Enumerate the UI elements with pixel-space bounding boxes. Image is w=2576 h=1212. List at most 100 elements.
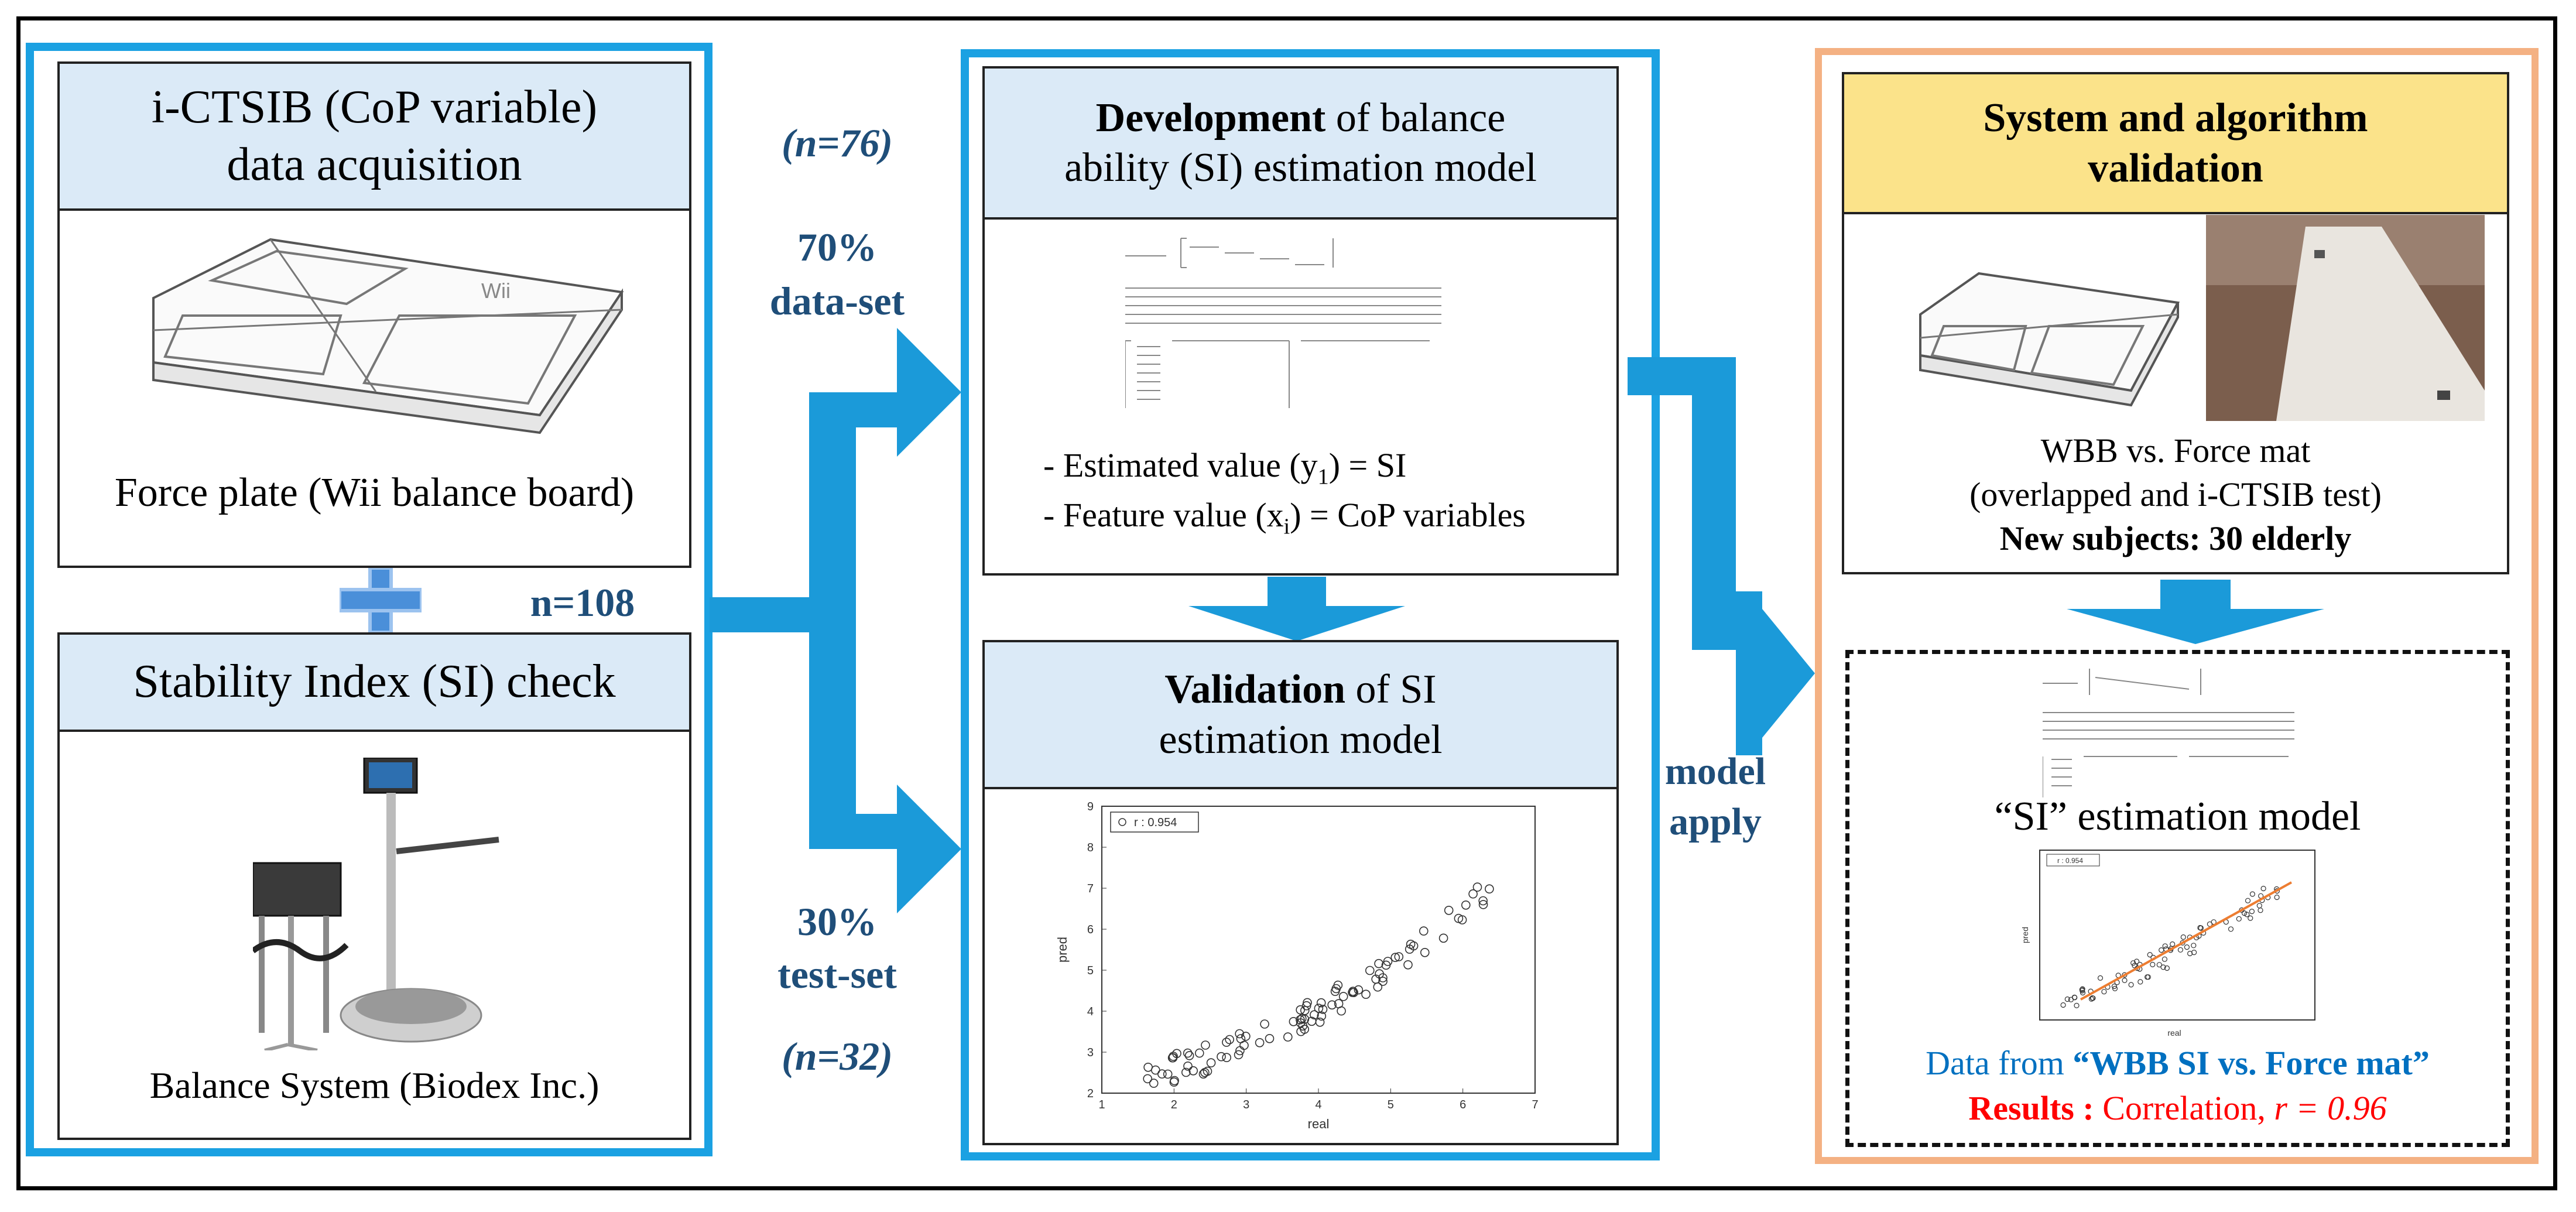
- scatter-point: [1296, 1026, 1306, 1036]
- scatter-point: [1478, 896, 1488, 906]
- split-arrow-connector: [710, 328, 961, 913]
- stability-index-title: Stability Index (SI) check: [133, 656, 616, 708]
- model-apply-arrow: [1628, 357, 1815, 755]
- scatter-y-tick-label: 8: [1087, 841, 1094, 854]
- small-scatter-point: [2156, 962, 2162, 968]
- scatter-point: [1478, 900, 1488, 909]
- scatter-point: [1405, 944, 1414, 954]
- scatter-x-tick-label: 1: [1098, 1098, 1105, 1111]
- small-scatter-point: [2089, 995, 2095, 1001]
- results-text: Correlation,: [2094, 1089, 2274, 1127]
- small-scatter-point: [2180, 934, 2186, 940]
- small-scatter-y-axis-label: pred: [2020, 927, 2030, 943]
- applied-model-label: “SI” estimation model: [1994, 794, 2361, 839]
- small-scatter-point: [2137, 979, 2143, 985]
- feature-value-subscript: i: [1283, 514, 1290, 539]
- icstib-acquisition-header: i-CTSIB (CoP variable) data acquisition: [60, 64, 689, 211]
- scatter-point: [1333, 980, 1343, 990]
- model-apply-line2: apply: [1669, 800, 1762, 843]
- small-scatter-point: [2245, 898, 2251, 903]
- scatter-x-axis-label: real: [1308, 1117, 1330, 1131]
- scatter-point: [1260, 1019, 1269, 1029]
- scatter-point: [1183, 1048, 1193, 1058]
- small-scatter-point: [2258, 908, 2263, 913]
- scatter-point: [1485, 884, 1494, 893]
- small-scatter-point: [2184, 944, 2190, 950]
- development-header: Development of balance ability (SI) esti…: [985, 69, 1616, 220]
- small-scatter-point: [2160, 964, 2166, 970]
- icstib-acquisition-box: i-CTSIB (CoP variable) data acquisition …: [57, 61, 691, 568]
- stability-index-header: Stability Index (SI) check: [60, 635, 689, 732]
- scatter-point: [1317, 1011, 1327, 1021]
- scatter-point: [1184, 1051, 1194, 1060]
- scatter-point: [1255, 1038, 1265, 1047]
- data-source-bold: “WBB SI vs. Force mat”: [2073, 1044, 2430, 1082]
- scatter-point: [1222, 1038, 1231, 1047]
- scatter-point: [1217, 1052, 1226, 1062]
- scatter-point: [1163, 1069, 1173, 1079]
- small-scatter-point: [2191, 943, 2197, 949]
- scatter-point: [1167, 1053, 1177, 1063]
- system-validation-header: System and algorithm validation: [1844, 74, 2507, 214]
- scatter-point: [1403, 960, 1413, 970]
- small-scatter-point: [2080, 988, 2085, 994]
- scatter-point: [1289, 1016, 1299, 1026]
- wii-board-small-image: [1919, 272, 2180, 407]
- small-scatter-point: [2134, 958, 2140, 964]
- scatter-point: [1296, 1015, 1305, 1025]
- validation-title-line1: Validation of SI: [1164, 665, 1436, 714]
- scatter-legend-box: [1110, 812, 1199, 833]
- scatter-point: [1194, 1048, 1204, 1058]
- small-scatter-point: [2111, 983, 2117, 990]
- scatter-point: [1222, 1053, 1232, 1063]
- validation-title-line2: estimation model: [1159, 717, 1443, 762]
- modeling-column: [961, 49, 1660, 1160]
- scatter-y-axis-label: pred: [1055, 937, 1070, 963]
- scatter-point: [1461, 901, 1471, 910]
- development-box: Development of balance ability (SI) esti…: [982, 66, 1619, 576]
- scatter-point: [1318, 1005, 1328, 1014]
- estimated-value-line: - Estimated value (y1) = SI: [1043, 443, 1406, 492]
- scatter-point: [1241, 1032, 1251, 1041]
- data-source-line: Data from “WBB SI vs. Force mat”: [1849, 1043, 2506, 1083]
- train-set-label: data-set: [769, 279, 905, 323]
- scatter-point: [1468, 889, 1478, 899]
- scatter-point: [1361, 990, 1371, 999]
- wii-balance-board-image: Wii: [152, 238, 624, 434]
- system-validation-title-line2: validation: [2088, 145, 2263, 191]
- acquisition-column: [26, 43, 712, 1156]
- small-scatter-point: [2187, 950, 2193, 957]
- small-scatter-point: [2170, 941, 2176, 947]
- icstib-title-line2: data acquisition: [227, 138, 522, 190]
- scatter-point: [1378, 977, 1388, 986]
- small-scatter-point: [2122, 977, 2128, 983]
- scatter-point: [1296, 1005, 1306, 1015]
- small-scatter-x-axis-label: real: [2167, 1028, 2181, 1038]
- scatter-y-tick-label: 6: [1087, 923, 1094, 936]
- scatter-x-tick-label: 3: [1243, 1098, 1249, 1111]
- scatter-point: [1188, 1066, 1198, 1076]
- development-title-bold: Development: [1095, 95, 1326, 141]
- scatter-legend-marker: [1118, 818, 1126, 826]
- feature-value-suffix: ) = CoP variables: [1290, 496, 1526, 534]
- scatter-point: [1390, 953, 1400, 963]
- scatter-point: [1315, 1017, 1325, 1027]
- scatter-point: [1327, 1000, 1337, 1010]
- new-subjects-label: New subjects: 30 elderly: [1999, 519, 2352, 557]
- scatter-point: [1394, 952, 1404, 961]
- scatter-point: [1365, 966, 1375, 975]
- results-r-value: r = 0.96: [2274, 1089, 2387, 1127]
- small-scatter-point: [2132, 963, 2137, 968]
- scatter-x-tick-label: 7: [1532, 1098, 1538, 1111]
- small-scatter-point: [2150, 961, 2156, 967]
- scatter-legend-text: r : 0.954: [1134, 816, 1177, 829]
- test-set-label: test-set: [777, 952, 897, 997]
- small-scatter-point: [2241, 910, 2248, 916]
- small-scatter-point: [2147, 952, 2153, 958]
- scatter-point: [1181, 1067, 1191, 1077]
- validation-system-column: [1815, 48, 2539, 1164]
- scatter-point: [1406, 939, 1416, 949]
- test-percent-label: 30%: [797, 899, 877, 944]
